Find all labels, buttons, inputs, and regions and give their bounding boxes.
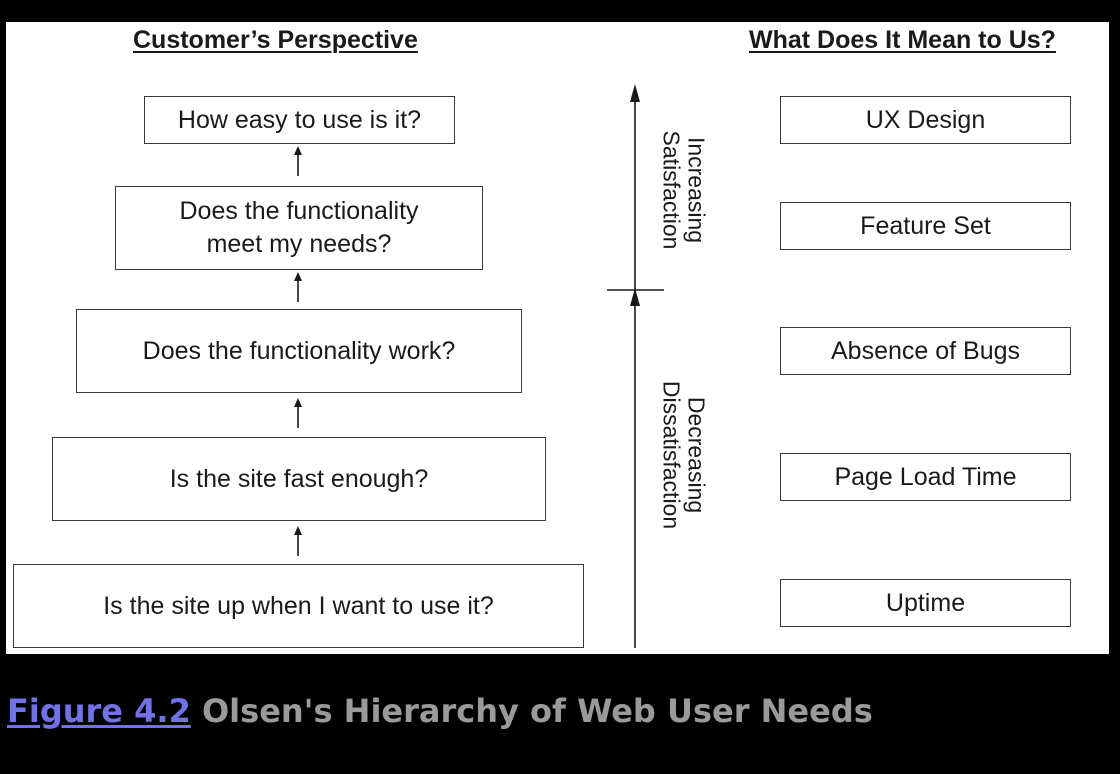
hierarchy-figure: Customer’s Perspective What Does It Mean… — [6, 22, 1109, 654]
up-arrow-icon — [294, 398, 302, 428]
level-text-line-2: meet my needs? — [206, 230, 392, 258]
level-box-functionality-works: Does the functionality work? — [76, 309, 522, 393]
axis-label-line-2: Dissatisfaction — [658, 380, 684, 530]
up-arrow-icon — [294, 146, 302, 176]
meaning-box-page-load-time: Page Load Time — [780, 453, 1071, 501]
level-text: Does the functionality work? — [142, 336, 456, 365]
meaning-box-feature-set: Feature Set — [780, 202, 1071, 250]
meaning-text: Uptime — [885, 588, 966, 617]
level-box-site-uptime: Is the site up when I want to use it? — [13, 564, 584, 648]
axis-mid-arrowhead — [630, 288, 640, 306]
axis-label-line-1: Decreasing — [683, 396, 710, 514]
level-text-line-1: Does the functionality — [179, 197, 419, 225]
level-text: Is the site fast enough? — [169, 464, 429, 493]
level-box-site-speed: Is the site fast enough? — [52, 437, 546, 521]
satisfaction-axis — [607, 84, 664, 648]
meaning-text: Feature Set — [860, 211, 991, 240]
meaning-box-absence-of-bugs: Absence of Bugs — [780, 327, 1071, 375]
up-arrow-icon — [294, 526, 302, 556]
meaning-text: UX Design — [865, 105, 986, 134]
figure-title: Olsen's Hierarchy of Web User Needs — [201, 692, 873, 730]
figure-caption: Figure 4.2 Olsen's Hierarchy of Web User… — [7, 692, 873, 730]
level-box-meets-needs: Does the functionality meet my needs? — [115, 186, 483, 270]
axis-label-line-1: Increasing — [683, 136, 710, 244]
level-box-ease-of-use: How easy to use is it? — [144, 96, 455, 144]
figure-link[interactable]: Figure 4.2 — [7, 692, 191, 730]
meaning-text: Page Load Time — [834, 462, 1017, 491]
axis-label-line-2: Satisfaction — [658, 130, 684, 250]
meaning-box-ux-design: UX Design — [780, 96, 1071, 144]
customer-perspective-heading: Customer’s Perspective — [133, 26, 418, 54]
meaning-box-uptime: Uptime — [780, 579, 1071, 627]
meaning-to-us-heading: What Does It Mean to Us? — [749, 26, 1056, 54]
level-text: Is the site up when I want to use it? — [103, 591, 494, 620]
axis-top-arrowhead — [630, 84, 640, 102]
meaning-text: Absence of Bugs — [830, 336, 1020, 365]
increasing-satisfaction-label: Increasing Satisfaction — [658, 131, 709, 250]
decreasing-dissatisfaction-label: Decreasing Dissatisfaction — [658, 381, 709, 529]
up-arrow-icon — [294, 272, 302, 302]
level-text: How easy to use is it? — [177, 105, 422, 134]
